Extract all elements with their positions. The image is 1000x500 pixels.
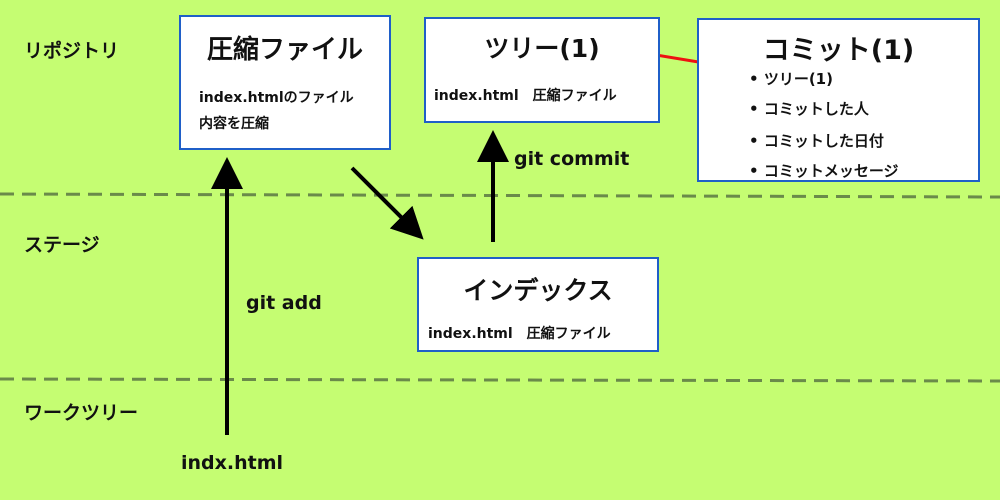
commit-attr: ツリー(1) <box>749 68 899 89</box>
commit-title: コミット(1) <box>762 35 915 66</box>
divider-top <box>0 192 1000 199</box>
index-title: インデックス <box>463 276 613 305</box>
commit-box: コミット(1) ツリー(1) コミットした人 コミットした日付 コミットメッセー… <box>697 18 980 182</box>
commit-attributes: ツリー(1) コミットした人 コミットした日付 コミットメッセージ <box>749 68 899 190</box>
compress-to-index-arrow <box>350 166 424 240</box>
compressed-file-title: 圧縮ファイル <box>206 35 363 65</box>
git-add-label: git add <box>246 292 322 314</box>
layer-worktree: ワークツリー <box>24 402 139 424</box>
divider-bottom <box>0 377 1000 383</box>
git-commit-label: git commit <box>514 148 630 170</box>
compressed-file-box: 圧縮ファイル index.htmlのファイル 内容を圧縮 <box>179 15 391 150</box>
compressed-file-desc-1: index.htmlのファイル <box>199 90 354 106</box>
tree-title: ツリー(1) <box>484 34 600 63</box>
tree-content: index.html 圧縮ファイル <box>434 88 617 104</box>
compressed-file-desc-2: 内容を圧縮 <box>199 116 269 132</box>
layer-stage: ステージ <box>24 234 100 256</box>
commit-attr: コミットした人 <box>749 98 899 119</box>
commit-attr: コミットした日付 <box>749 130 899 151</box>
layer-repository: リポジトリ <box>24 40 120 62</box>
commit-attr: コミットメッセージ <box>749 160 899 181</box>
index-box: インデックス index.html 圧縮ファイル <box>417 257 659 352</box>
worktree-file-label: indx.html <box>181 452 284 474</box>
index-content: index.html 圧縮ファイル <box>428 326 611 342</box>
tree-box: ツリー(1) index.html 圧縮ファイル <box>424 17 660 123</box>
